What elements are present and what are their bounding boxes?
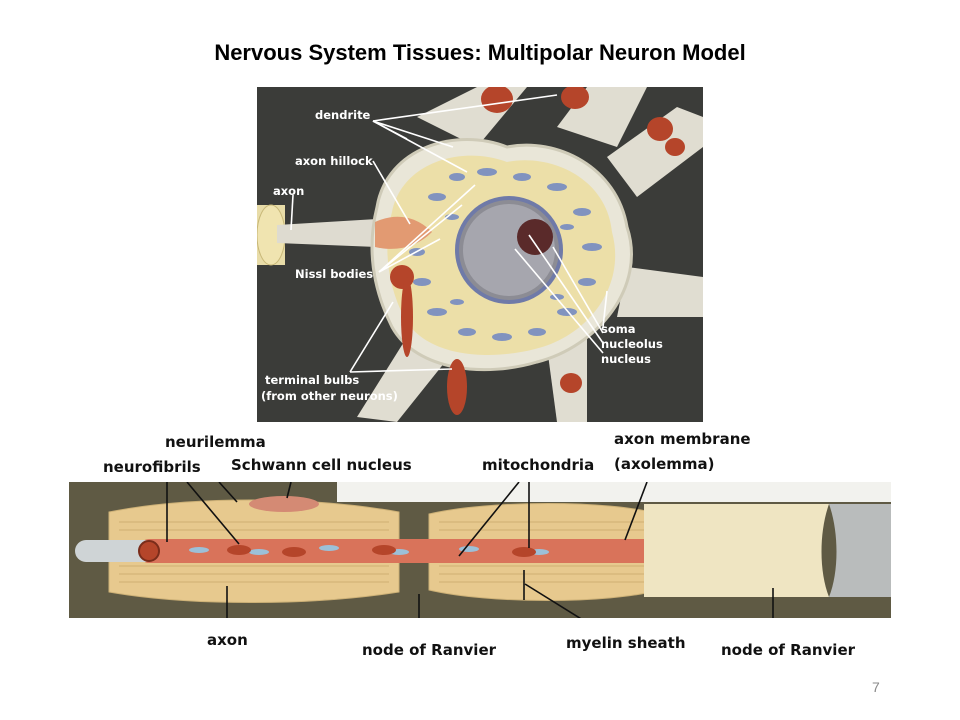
label-mitochondria: mitochondria	[482, 456, 595, 474]
label-dendrite: dendrite	[315, 108, 371, 122]
label-axon-bottom: axon	[207, 631, 248, 649]
label-nucleolus: nucleolus	[601, 337, 663, 351]
label-node-of-ranvier-2: node of Ranvier	[721, 641, 856, 659]
label-axon-top: axon	[273, 184, 304, 198]
label-terminal-bulbs: terminal bulbs	[265, 373, 359, 387]
label-axon-hillock: axon hillock	[295, 154, 373, 168]
label-axon-membrane: axon membrane	[614, 430, 751, 448]
page-number: 7	[872, 679, 880, 695]
label-node-of-ranvier-1: node of Ranvier	[362, 641, 497, 659]
myelinated-axon-photo	[69, 482, 891, 618]
label-myelin-sheath: myelin sheath	[566, 634, 686, 652]
label-schwann-cell-nucleus: Schwann cell nucleus	[231, 456, 412, 474]
label-soma: soma	[601, 322, 636, 336]
label-neurofibrils: neurofibrils	[103, 458, 201, 476]
label-nucleus: nucleus	[601, 352, 651, 366]
label-neurilemma: neurilemma	[165, 433, 266, 451]
label-terminal-bulbs-sub: (from other neurons)	[261, 389, 398, 403]
label-axolemma: (axolemma)	[614, 455, 715, 473]
label-nissl-bodies: Nissl bodies	[295, 267, 373, 281]
neuron-model-photo: dendrite axon hillock axon Nissl bodies …	[257, 87, 703, 422]
page-title: Nervous System Tissues: Multipolar Neuro…	[214, 40, 746, 65]
